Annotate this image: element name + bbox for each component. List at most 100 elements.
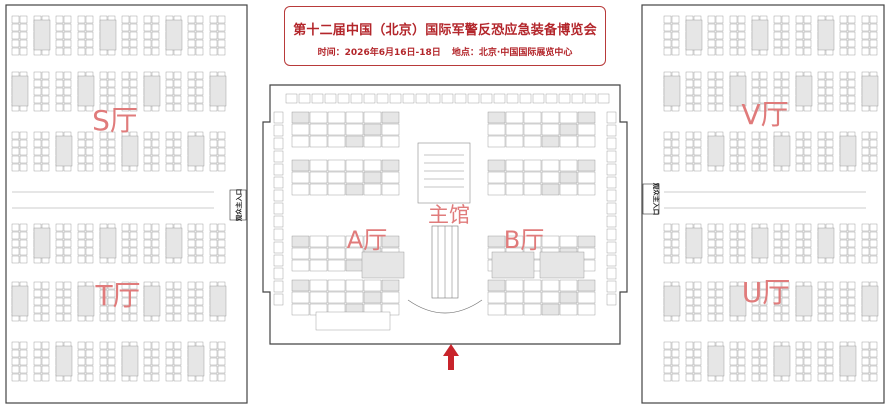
booth [781, 87, 790, 96]
booth [173, 289, 182, 298]
booth [107, 79, 116, 88]
booth [825, 289, 834, 298]
booth [671, 147, 680, 156]
booth [121, 47, 130, 56]
booth [217, 255, 226, 264]
booth [217, 31, 226, 40]
booth [693, 341, 702, 350]
booth [363, 235, 382, 248]
booth [41, 365, 50, 374]
booth [143, 365, 152, 374]
booth [773, 281, 782, 290]
booth [129, 103, 138, 112]
booth [795, 223, 804, 232]
booth [165, 71, 174, 80]
booth [781, 305, 790, 314]
booth [803, 231, 812, 240]
booth [173, 313, 182, 322]
booth [861, 365, 870, 374]
booth [671, 163, 680, 172]
booth [803, 155, 812, 164]
booth [195, 247, 204, 256]
booth [663, 223, 672, 232]
booth [345, 183, 364, 196]
booth [781, 47, 790, 56]
booth [663, 365, 672, 374]
booth [19, 23, 28, 32]
booth [209, 365, 218, 374]
booth [817, 147, 826, 156]
booth [693, 373, 702, 382]
booth [291, 135, 310, 148]
booth [781, 289, 790, 298]
booth [165, 341, 174, 350]
booth [173, 139, 182, 148]
booth [309, 291, 328, 304]
booth [803, 247, 812, 256]
booth [99, 305, 108, 314]
booth [129, 223, 138, 232]
booth [781, 15, 790, 24]
booth [558, 93, 571, 104]
booth [151, 341, 160, 350]
booth [467, 93, 480, 104]
booth [817, 227, 835, 259]
booth [606, 150, 617, 163]
booth [773, 71, 782, 80]
booth [707, 31, 716, 40]
booth [773, 31, 782, 40]
booth [217, 349, 226, 358]
booth [606, 176, 617, 189]
main-hall-info-board [417, 142, 471, 204]
booth [847, 71, 856, 80]
booth [869, 373, 878, 382]
booth [209, 163, 218, 172]
booth [129, 15, 138, 24]
booth [803, 239, 812, 248]
booth [803, 365, 812, 374]
booth [209, 349, 218, 358]
booth [803, 15, 812, 24]
booth [129, 95, 138, 104]
booth [715, 71, 724, 80]
booth [523, 135, 542, 148]
booth [33, 79, 42, 88]
booth [217, 357, 226, 366]
booth [861, 341, 870, 350]
booth [151, 349, 160, 358]
booth [217, 239, 226, 248]
booth [19, 147, 28, 156]
booth [143, 255, 152, 264]
booth [869, 247, 878, 256]
booth [825, 139, 834, 148]
booth [839, 231, 848, 240]
booth [121, 31, 130, 40]
booth [327, 123, 346, 136]
booth [715, 79, 724, 88]
booth [505, 135, 524, 148]
booth [861, 239, 870, 248]
booth [825, 281, 834, 290]
booth [825, 341, 834, 350]
booth [817, 349, 826, 358]
booth [847, 39, 856, 48]
booth [737, 15, 746, 24]
booth [291, 183, 310, 196]
booth [751, 281, 760, 290]
booth [107, 341, 116, 350]
booth [41, 373, 50, 382]
booth [751, 163, 760, 172]
booth [143, 285, 161, 317]
booth [187, 297, 196, 306]
booth [309, 259, 328, 272]
booth [273, 150, 284, 163]
booth [759, 289, 768, 298]
booth [41, 341, 50, 350]
booth [559, 291, 578, 304]
entrance-arrow-icon [443, 344, 459, 370]
booth [151, 31, 160, 40]
booth [77, 39, 86, 48]
booth [173, 147, 182, 156]
booth [77, 373, 86, 382]
